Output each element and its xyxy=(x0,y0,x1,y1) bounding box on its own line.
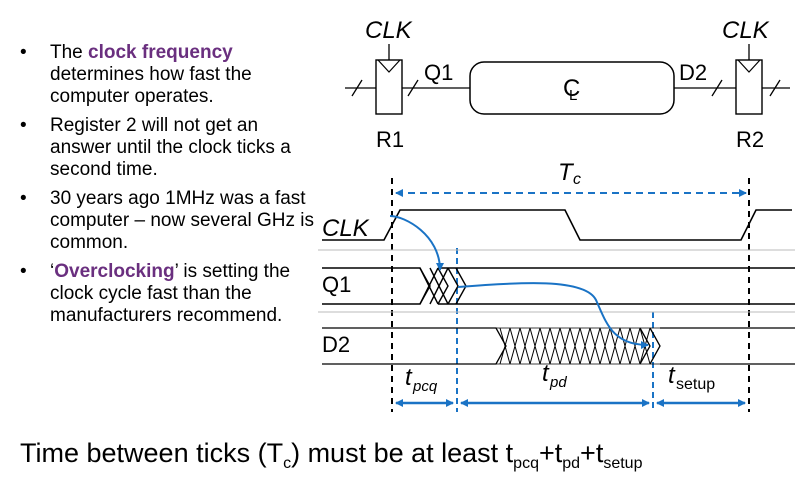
bullet-text: ‘ xyxy=(50,261,55,282)
q1-to-d2-arrow xyxy=(457,282,649,349)
clk-right-label: CLK xyxy=(722,17,770,44)
d2-waveform xyxy=(322,327,795,365)
tsetup-label-sub: setup xyxy=(676,376,715,393)
bullet-text: The xyxy=(50,42,89,63)
bullet-dot: • xyxy=(20,188,27,209)
bullet-text: Register 2 will not get an answer until … xyxy=(50,115,291,180)
bullet-highlight: Overclocking xyxy=(54,261,175,282)
bullet-item: • The clock frequency determines how fast… xyxy=(18,42,318,108)
bullet-highlight: clock frequency xyxy=(88,42,233,63)
tpd-label-sub: pd xyxy=(549,374,567,391)
bullet-text: 30 years ago 1MHz was a fast computer – … xyxy=(50,188,314,253)
signal-label-d2: D2 xyxy=(322,332,350,357)
register-r2-label: R2 xyxy=(736,127,764,152)
timing-diagram: CLK CLK R1 Q1 C L D2 R2 xyxy=(318,17,795,412)
bullet-dot: • xyxy=(20,42,27,63)
signal-label-q1: Q1 xyxy=(322,272,351,297)
bullet-list: • The clock frequency determines how fast… xyxy=(18,42,318,334)
tsetup-label: t xyxy=(668,362,676,389)
bus-slash xyxy=(407,79,419,97)
clk-waveform xyxy=(322,209,792,241)
d2-wire-label: D2 xyxy=(679,60,707,85)
register-r1-label: R1 xyxy=(376,127,404,152)
bullet-item: • ‘Overclocking’ is setting the clock cyc… xyxy=(18,261,318,327)
period-label-sub: c xyxy=(573,171,581,188)
bus-slash xyxy=(711,79,723,97)
logic-symbol: C xyxy=(563,75,580,102)
tpd-label: t xyxy=(542,360,550,387)
clk-left-label: CLK xyxy=(365,17,413,44)
q1-wire-label: Q1 xyxy=(424,60,453,85)
bullet-text: determines how fast the computer operate… xyxy=(50,64,252,107)
period-label: T xyxy=(558,159,575,186)
clk-to-q1-arrow xyxy=(389,215,444,271)
signal-label-clk: CLK xyxy=(322,215,370,242)
tpcq-label: t xyxy=(405,364,413,391)
footer-equation: Time between ticks (Tc) must be at least… xyxy=(20,438,643,472)
circuit-schematic: CLK CLK R1 Q1 C L D2 R2 xyxy=(345,17,790,152)
bus-slash xyxy=(769,79,781,97)
q1-waveform xyxy=(322,267,795,305)
tpcq-label-sub: pcq xyxy=(412,378,438,395)
bullet-item: • 30 years ago 1MHz was a fast computer –… xyxy=(18,188,318,254)
register-r2 xyxy=(735,44,763,115)
bullet-dot: • xyxy=(20,115,27,136)
logic-symbol-sub: L xyxy=(569,87,577,104)
bullet-dot: • xyxy=(20,261,27,282)
bus-slash xyxy=(351,79,363,97)
bullet-text: ’ is setting the clock cycle fast than t… xyxy=(50,261,291,326)
register-r1 xyxy=(375,44,403,115)
bullet-item: • Register 2 will not get an answer until… xyxy=(18,115,318,181)
